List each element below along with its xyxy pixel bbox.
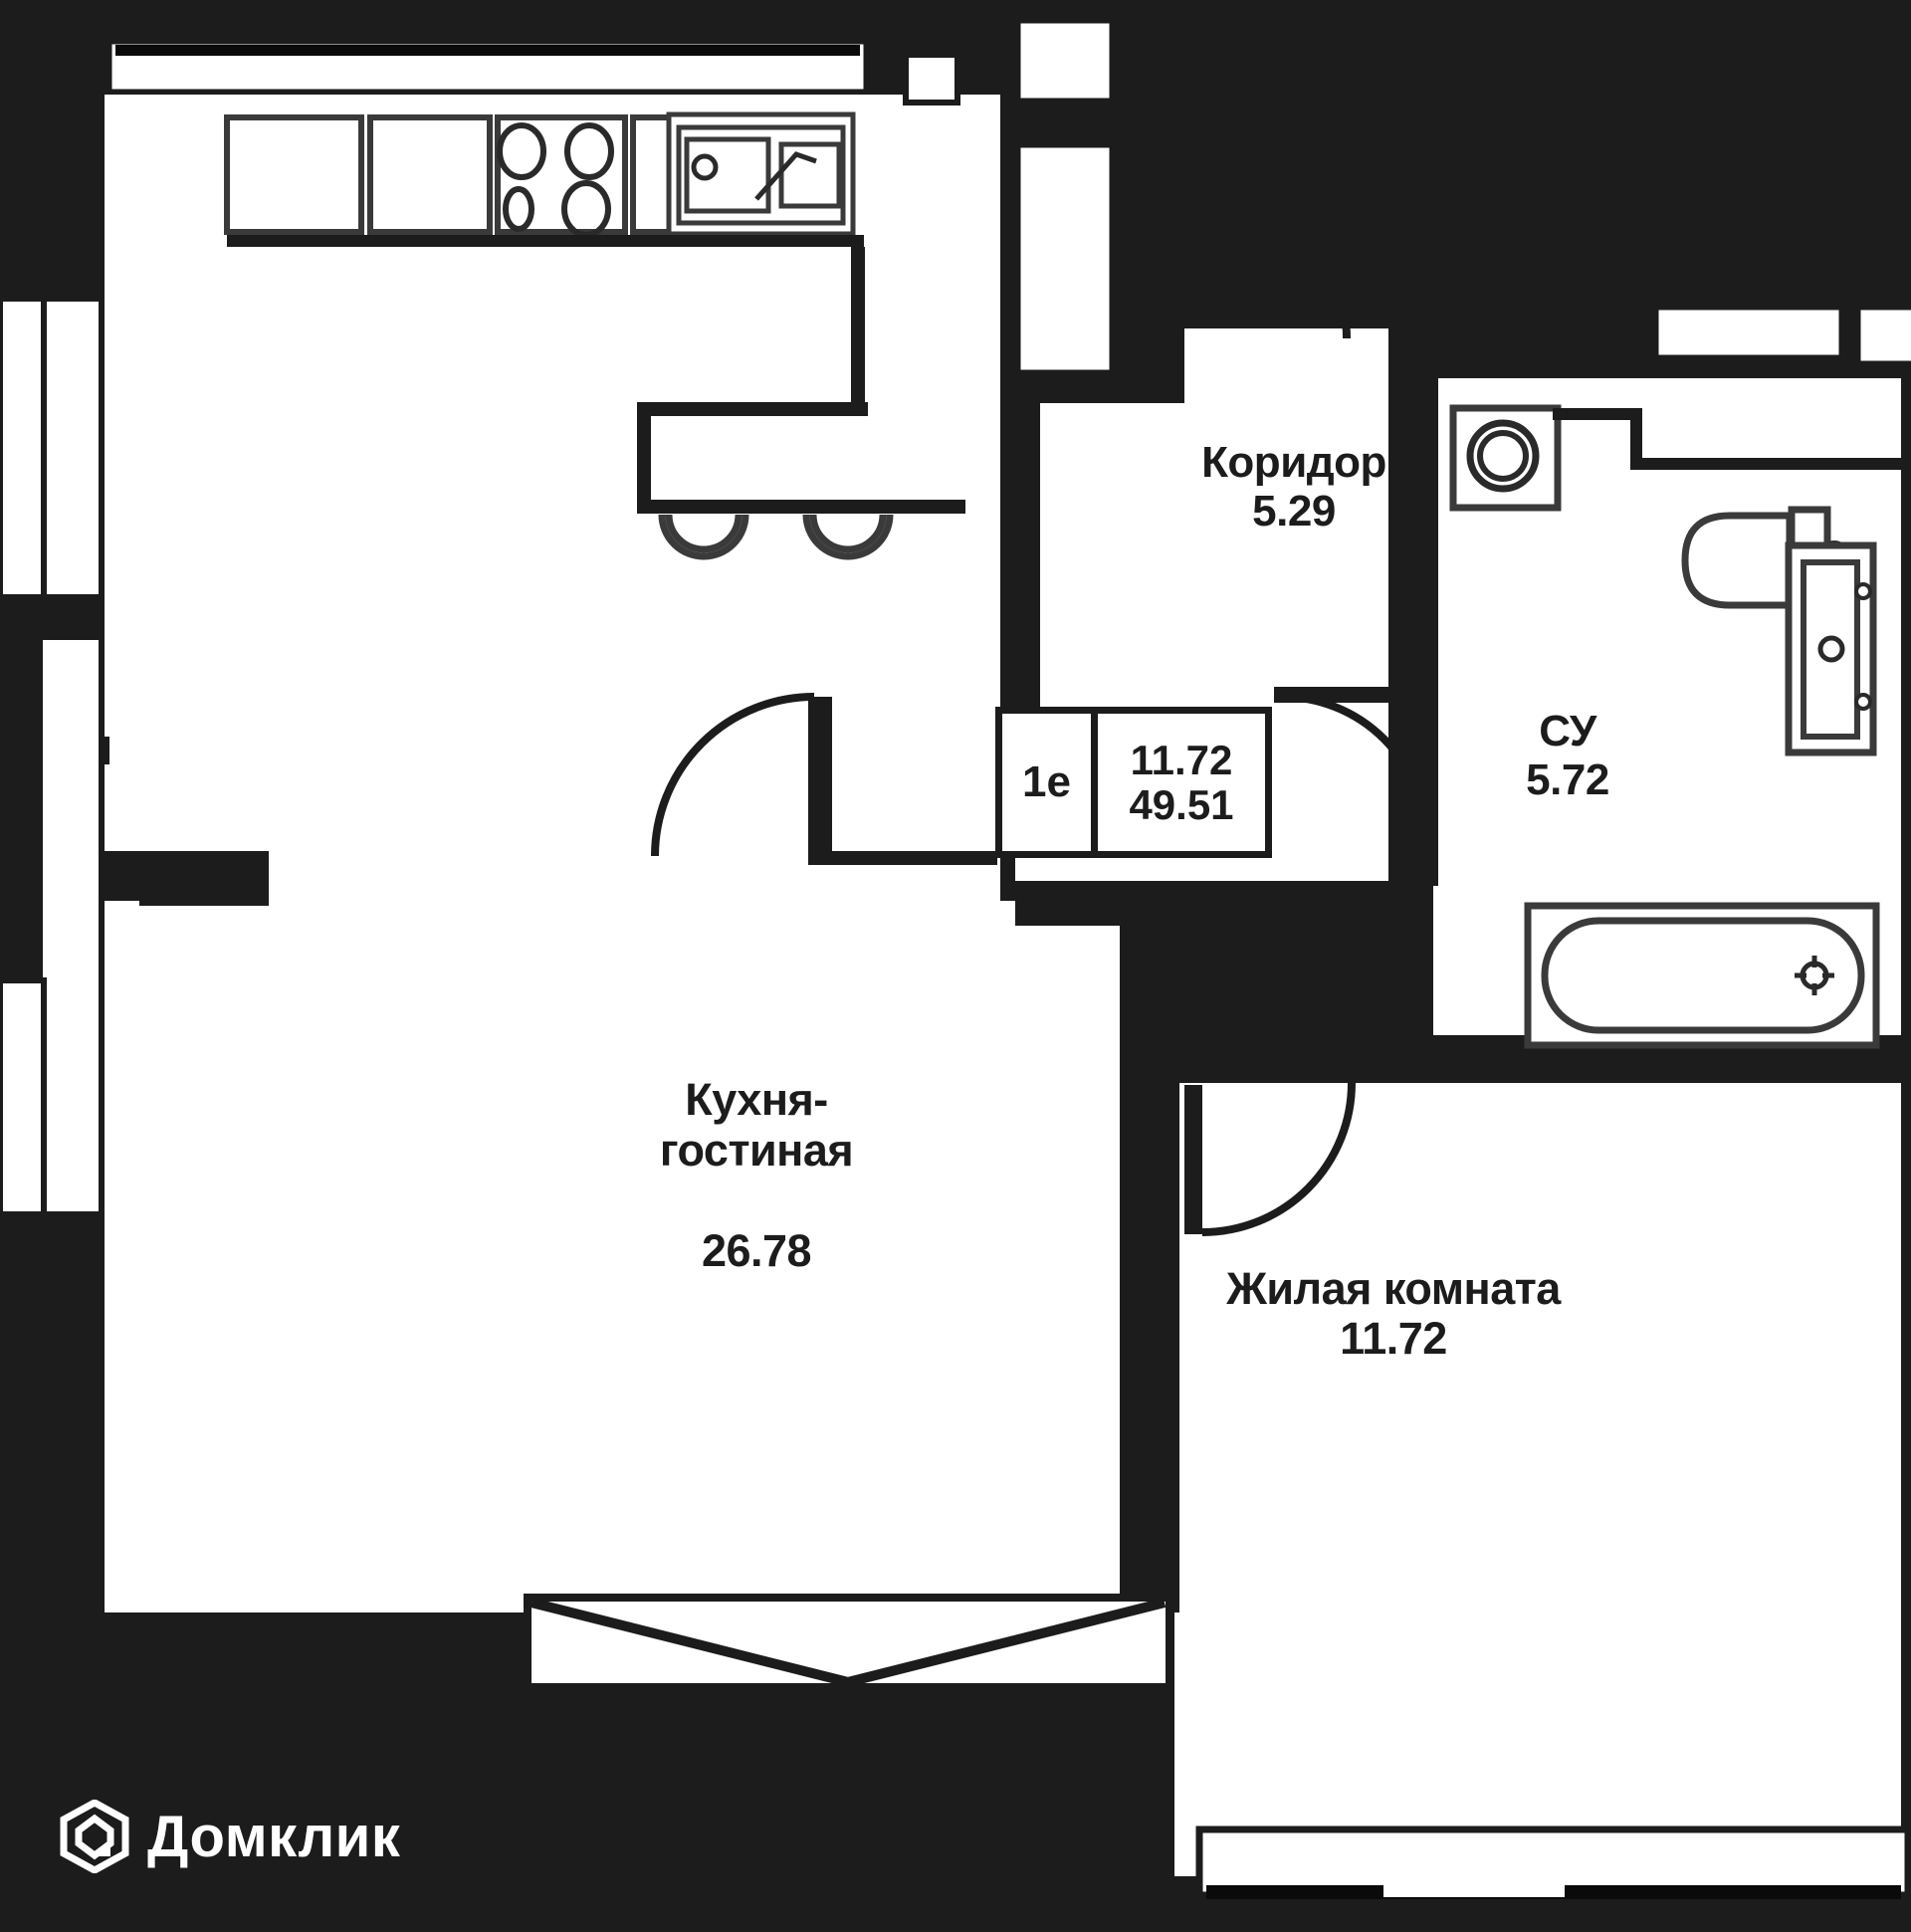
apartment-summary-badge: 1е 11.72 49.51 (995, 707, 1272, 858)
entry-door-swing (1179, 179, 1351, 339)
bath-wall-step (1553, 408, 1904, 470)
bar-stool (658, 514, 749, 560)
bar-stool (665, 514, 743, 553)
shaft-top-b (1013, 16, 1117, 106)
window-kitchen-top (106, 39, 869, 95)
vanity-sink (1785, 541, 1877, 756)
window-bedroom-bottom (1195, 1825, 1911, 1899)
bedroom-door-swing (1184, 1082, 1356, 1236)
balcony-casement-window (524, 1594, 1173, 1691)
shaft-top-c (1013, 140, 1117, 377)
kitchen-door-swing (651, 693, 997, 865)
bar-stools (658, 514, 894, 560)
kitchen-island-counter (637, 247, 965, 514)
wall-kitchen-corridor-lower (1120, 881, 1179, 1612)
floor-bedroom (1174, 1080, 1901, 1876)
shaft-top-a (903, 52, 960, 106)
bathtub (1524, 902, 1880, 1049)
floor-kitchen-left-strip (105, 901, 139, 1612)
washing-machine (1449, 404, 1562, 512)
floor-kitchen-living-lower (105, 901, 1120, 1612)
floor-fix (105, 901, 139, 1612)
apartment-type: 1е (1002, 714, 1098, 851)
bathroom-door-swing (1274, 687, 1430, 842)
cooktop-burners (497, 122, 614, 238)
wall-kitchen-notch-a (105, 851, 269, 906)
burner-icon (503, 186, 534, 232)
wall-corridor-bath (1388, 328, 1438, 886)
window-left-lower (0, 634, 105, 1217)
apartment-living-area: 11.72 (1130, 736, 1233, 783)
refrigerator-cabinet (224, 114, 364, 235)
counter-edge (227, 235, 864, 247)
burner-icon (497, 122, 546, 180)
apartment-areas: 11.72 49.51 (1098, 714, 1265, 851)
floor-corridor-entry (1184, 328, 1388, 408)
base-cabinet (367, 114, 493, 235)
faucet-icon (691, 151, 817, 201)
apartment-total-area: 49.51 (1129, 781, 1234, 828)
bar-stool (809, 514, 887, 553)
wall-shelf-top (1651, 303, 1911, 368)
bathtub-drain-icon (1795, 956, 1834, 995)
wall-corridor-bedroom (1015, 881, 1408, 926)
window-left-upper (0, 296, 105, 600)
bar-stool (802, 514, 894, 560)
burner-icon (564, 122, 614, 180)
